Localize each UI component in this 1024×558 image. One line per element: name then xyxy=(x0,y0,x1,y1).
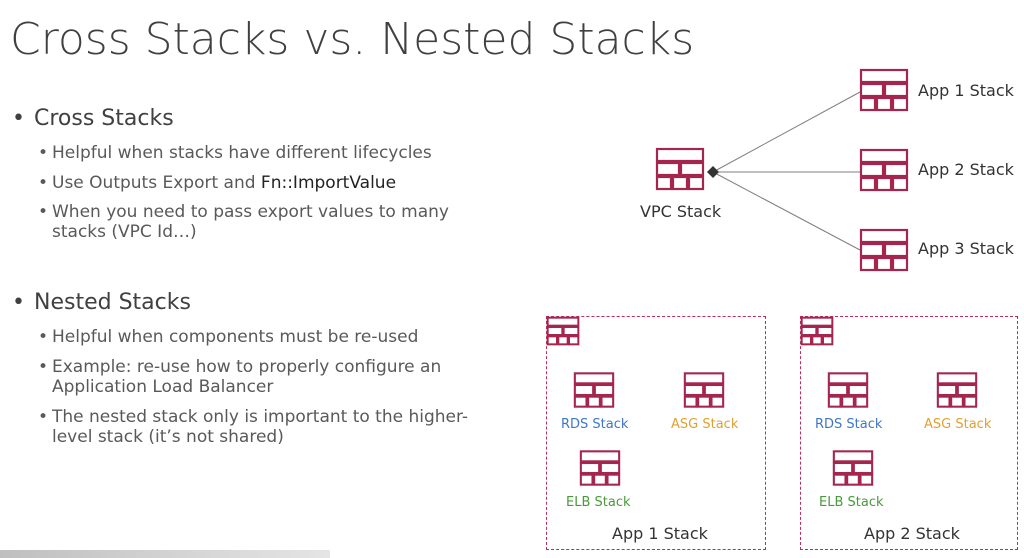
nested-item-1: •Helpful when components must be re-used xyxy=(38,327,419,347)
nested-app2-elb-label: ELB Stack xyxy=(819,495,884,510)
app3-stack-label: App 3 Stack xyxy=(918,239,1014,258)
nested-app1-elb-label: ELB Stack xyxy=(566,495,631,510)
app3-stack-icon xyxy=(859,228,909,272)
page-title: Cross Stacks vs. Nested Stacks xyxy=(10,14,695,65)
app1-stack-icon xyxy=(859,68,909,112)
nested-app1-asg-label: ASG Stack xyxy=(671,417,739,432)
connector-diamond xyxy=(707,166,719,178)
cross-stacks-heading: Cross Stacks xyxy=(12,106,174,131)
nested-app2-asg-icon xyxy=(936,372,978,408)
nested-app1-rds-label: RDS Stack xyxy=(561,417,629,432)
nested-item-3: •The nested stack only is important to t… xyxy=(38,407,469,447)
cross-item-2: •Use Outputs Export and Fn::ImportValue xyxy=(38,173,397,193)
nested-app2-label: App 2 Stack xyxy=(864,524,960,543)
nested-app1-rds-icon xyxy=(573,372,615,408)
nested-app2-elb-icon xyxy=(832,450,874,486)
app2-stack-label: App 2 Stack xyxy=(918,160,1014,179)
fn-importvalue: Fn::ImportValue xyxy=(260,173,397,193)
app2-stack-icon xyxy=(859,148,909,192)
nested-app1-asg-icon xyxy=(683,372,725,408)
footer-accent-bar xyxy=(0,550,330,558)
nested-app2-parent-icon xyxy=(800,316,834,346)
nested-stacks-heading: Nested Stacks xyxy=(12,290,191,315)
app1-stack-label: App 1 Stack xyxy=(918,81,1014,100)
vpc-stack-icon xyxy=(655,147,705,191)
nested-item-2: •Example: re-use how to properly configu… xyxy=(38,357,442,397)
nested-app1-parent-icon xyxy=(546,316,580,346)
cross-item-1: •Helpful when stacks have different life… xyxy=(38,143,432,163)
nested-app2-box xyxy=(800,316,1018,550)
vpc-stack-label: VPC Stack xyxy=(640,202,722,221)
nested-app2-rds-label: RDS Stack xyxy=(815,417,883,432)
connector-app3 xyxy=(712,171,861,251)
cross-item-3: •When you need to pass export values to … xyxy=(38,202,449,242)
connector-app1 xyxy=(712,91,861,173)
nested-app2-asg-label: ASG Stack xyxy=(924,417,992,432)
nested-app2-rds-icon xyxy=(827,372,869,408)
nested-app1-label: App 1 Stack xyxy=(612,524,708,543)
nested-app1-elb-icon xyxy=(579,450,621,486)
nested-app1-box xyxy=(546,316,766,550)
